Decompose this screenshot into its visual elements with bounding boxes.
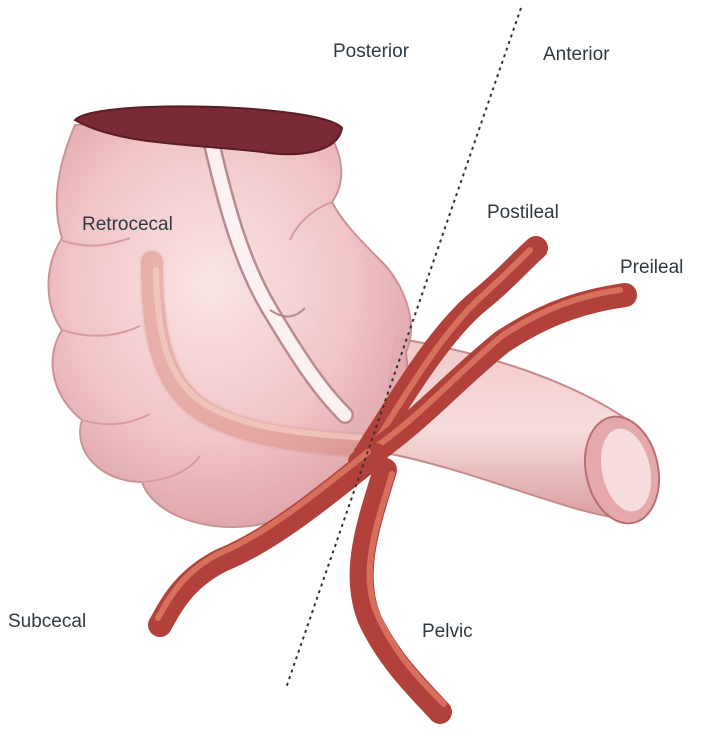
preileal-label: Preileal bbox=[620, 257, 683, 278]
pelvic-appendix bbox=[362, 470, 444, 712]
anterior-label: Anterior bbox=[543, 44, 610, 65]
posterior-label: Posterior bbox=[333, 41, 410, 62]
pelvic-label: Pelvic bbox=[422, 621, 473, 642]
retrocecal-label: Retrocecal bbox=[82, 214, 173, 235]
postileal-label: Postileal bbox=[487, 202, 559, 223]
subcecal-label: Subcecal bbox=[8, 611, 86, 632]
